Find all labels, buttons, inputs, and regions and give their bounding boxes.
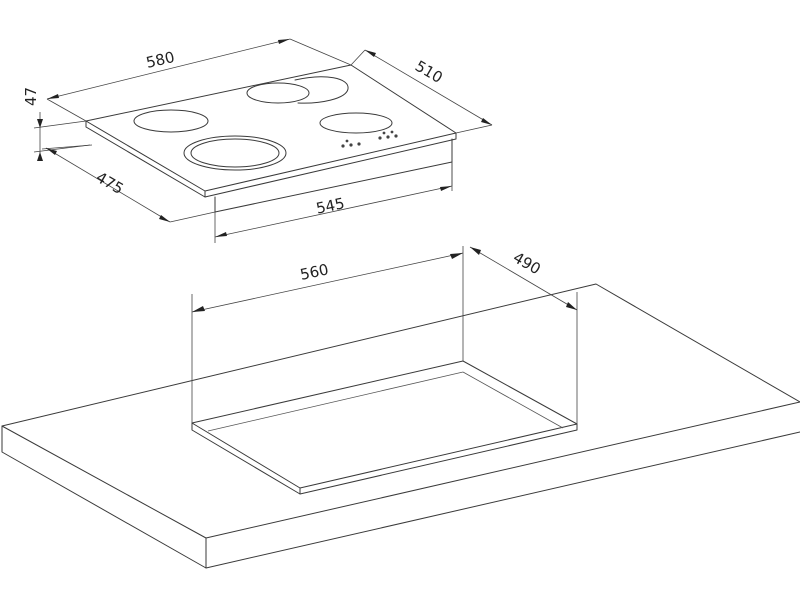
cooking-zone-back-left [133,109,209,133]
dimension-560 [191,246,464,423]
cooking-zone-front-right [319,112,393,134]
label-580: 580 [144,48,176,72]
dimension-545 [214,162,453,243]
dimension-580 [46,38,352,122]
cooking-zone-front-left [183,135,287,171]
label-510: 510 [412,57,446,87]
hob-drawing: 580 510 47 475 545 [22,38,493,243]
dimension-47 [33,112,91,161]
cooking-zone-extension [294,76,349,104]
worktop-drawing: 560 490 [1,246,800,569]
label-560: 560 [298,260,330,284]
label-47: 47 [22,87,40,106]
cutout-outline [191,360,578,489]
worktop-edge [1,425,207,569]
cooking-zone-back-right [246,82,310,104]
hob-body [214,138,453,213]
worktop-surface [1,283,800,539]
dimension-510 [350,49,493,134]
hob-glass-edge [85,120,457,198]
label-545: 545 [314,194,346,218]
touch-controls [341,130,398,148]
dimension-490 [469,246,578,424]
dimension-475 [41,144,216,223]
cutout-inner [191,422,578,495]
